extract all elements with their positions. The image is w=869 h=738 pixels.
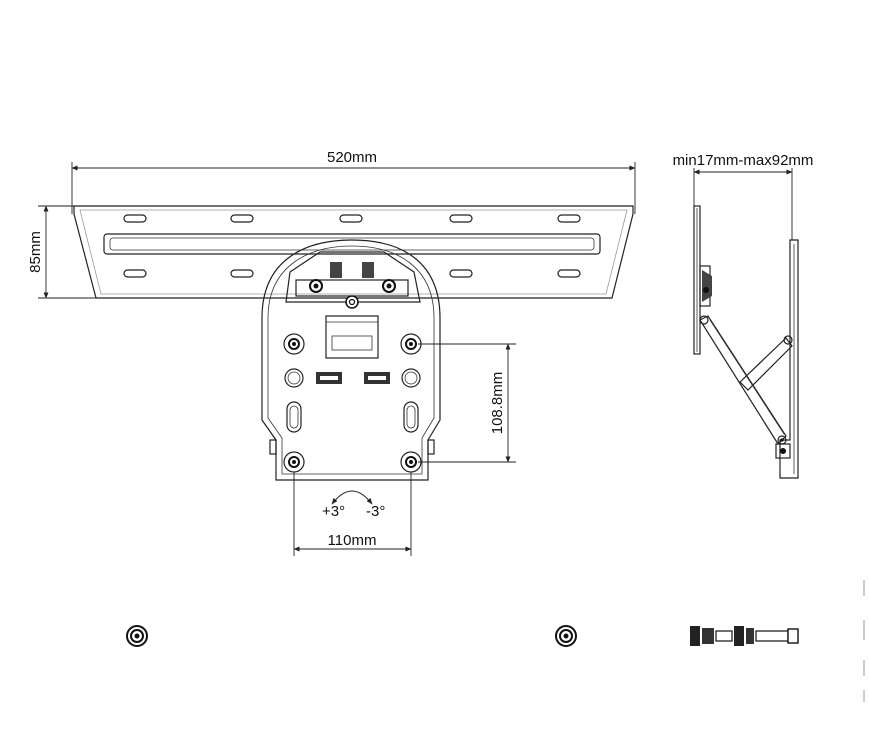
wall-rail	[73, 205, 634, 299]
width-label: 520mm	[327, 149, 377, 166]
washer-right	[555, 625, 577, 647]
bolt-icon	[690, 626, 799, 646]
width-dimension: 520mm	[71, 149, 636, 214]
height-label: 85mm	[27, 231, 44, 273]
bolt	[690, 626, 799, 646]
side-view: min17mm-max92mm	[673, 152, 814, 479]
height-dimension: 85mm	[27, 205, 100, 299]
tv-bracket-plate	[261, 239, 441, 481]
washer-icon	[126, 625, 148, 647]
tilt-plus-label: +3°	[322, 503, 345, 520]
tilt-indicator: +3° -3°	[322, 490, 385, 520]
washer-left	[126, 625, 148, 647]
hole-vertical-dimension: 108.8mm	[418, 343, 516, 463]
mount-hole	[283, 333, 305, 355]
hole-horizontal-label: 110mm	[328, 532, 377, 549]
washer-icon	[555, 625, 577, 647]
tilt-minus-label: -3°	[366, 503, 385, 520]
hole-vertical-label: 108.8mm	[489, 372, 506, 435]
hole-horizontal-dimension: 110mm	[293, 472, 412, 556]
depth-label: min17mm-max92mm	[673, 152, 814, 169]
mount-hole	[283, 451, 305, 473]
